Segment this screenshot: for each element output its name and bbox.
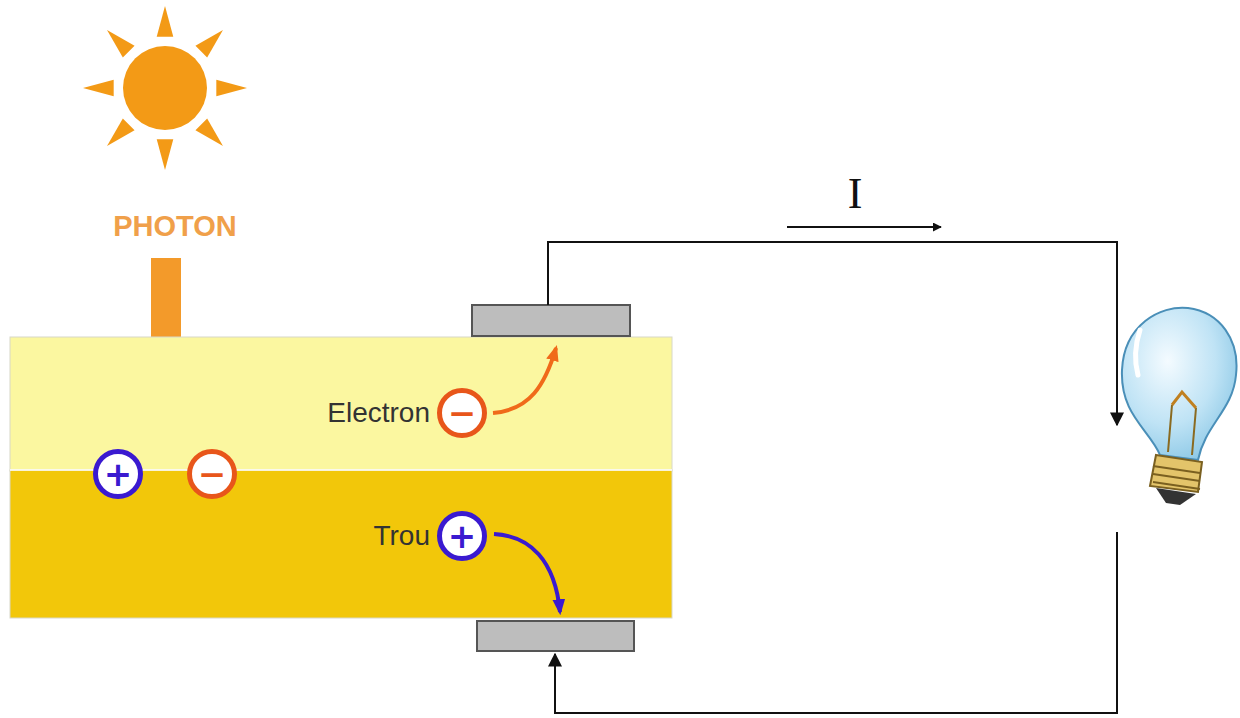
sun-ray	[157, 139, 174, 170]
carrier-label: Trou	[373, 520, 430, 552]
charge-circle: Electron−	[437, 388, 487, 438]
bulb-thread	[1153, 474, 1200, 481]
wire-top	[548, 242, 1117, 425]
charge-sign: −	[192, 454, 232, 494]
sun-ray	[195, 30, 223, 58]
sun-ray	[157, 6, 174, 37]
hole-path	[494, 534, 560, 612]
electron-path	[493, 348, 556, 413]
current-label: I	[848, 168, 863, 219]
charge-sign: −	[442, 393, 482, 433]
charge-circle: Trou+	[437, 511, 487, 561]
sun-icon	[83, 6, 247, 170]
light-bulb	[1122, 308, 1237, 505]
charge-circle: +	[93, 449, 143, 499]
photon-label: PHOTON	[113, 210, 237, 243]
sun-ray	[83, 80, 114, 97]
sun-ray	[107, 118, 135, 146]
top-electrode	[472, 305, 630, 336]
charge-circle: −	[187, 449, 237, 499]
sun-ray	[107, 30, 135, 58]
sun-ray	[195, 118, 223, 146]
charge-sign: +	[442, 516, 482, 556]
bulb-thread	[1153, 466, 1200, 473]
sun-ray	[216, 80, 247, 97]
carrier-label: Electron	[327, 397, 430, 429]
wire-bottom	[555, 532, 1117, 713]
current-arrow	[787, 226, 941, 228]
bottom-electrode	[477, 621, 634, 651]
bulb-thread	[1153, 482, 1200, 489]
charge-sign: +	[98, 454, 138, 494]
